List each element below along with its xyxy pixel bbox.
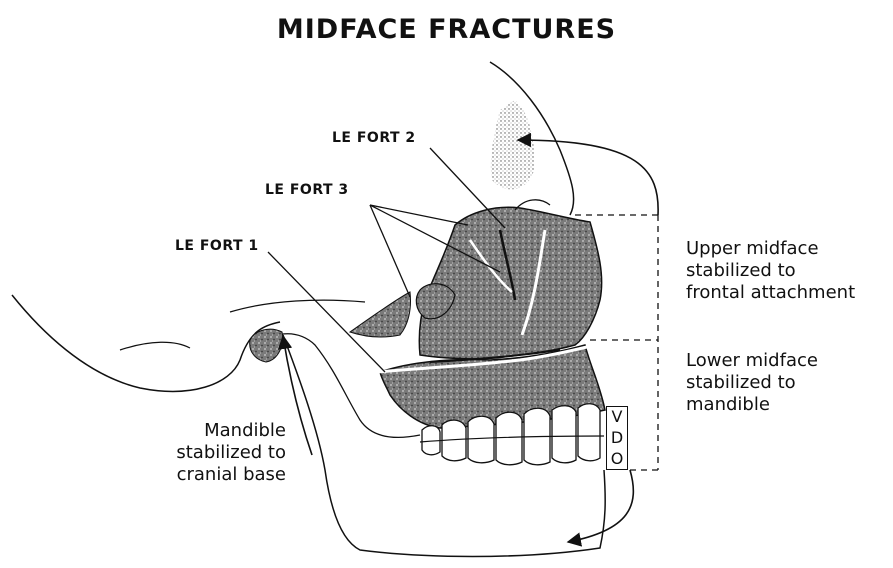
annotation-line: stabilized to: [686, 260, 855, 282]
annotation-line: mandible: [686, 394, 818, 416]
annotation-line: Upper midface: [686, 238, 855, 260]
zygomatic-process: [230, 300, 365, 312]
pterygoid-region: [350, 292, 411, 337]
lefort3-label: LE FORT 3: [265, 182, 349, 198]
mandible-annotation: Mandible stabilized to cranial base: [176, 420, 286, 486]
condyle: [250, 329, 283, 362]
lefort1-label: LE FORT 1: [175, 238, 259, 254]
upper-midface-annotation: Upper midface stabilized to frontal atta…: [686, 238, 855, 304]
lower-stabilization-arrow: [568, 470, 633, 542]
tooth: [468, 416, 494, 463]
diagram-title: MIDFACE FRACTURES: [0, 14, 893, 45]
annotation-line: frontal attachment: [686, 282, 855, 304]
annotation-line: Lower midface: [686, 350, 818, 372]
vdo-box: V D O: [606, 406, 628, 470]
tooth: [496, 412, 522, 465]
vdo-letter: O: [611, 451, 624, 467]
frontal-sinus: [491, 100, 535, 189]
vdo-letter: D: [611, 430, 623, 446]
upper-midface-bone: [419, 207, 601, 358]
annotation-line: stabilized to: [176, 442, 286, 464]
lefort2-label: LE FORT 2: [332, 130, 416, 146]
tooth: [578, 404, 600, 461]
mandible-stabilization-arrow: [283, 336, 312, 455]
annotation-line: Mandible: [176, 420, 286, 442]
tooth: [552, 406, 576, 463]
upper-stabilization-arrow: [518, 140, 658, 215]
vdo-letter: V: [612, 409, 623, 425]
posterior-skull-outline: [120, 342, 190, 350]
annotation-line: stabilized to: [686, 372, 818, 394]
lefort3-leader: [370, 205, 410, 297]
lefort3-leader: [370, 205, 468, 225]
annotation-line: cranial base: [176, 464, 286, 486]
lower-midface-annotation: Lower midface stabilized to mandible: [686, 350, 818, 416]
